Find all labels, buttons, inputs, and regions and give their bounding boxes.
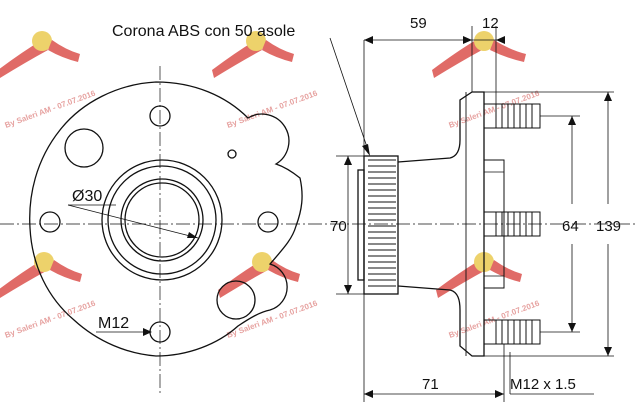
dimension-lines xyxy=(336,26,614,402)
flange-outline xyxy=(29,81,303,357)
watermark-text: By Saleri AM - 07.07.2016 xyxy=(226,88,320,129)
dimension-top-left: 59 xyxy=(410,15,427,32)
hub-outer-ring xyxy=(101,159,223,281)
front-view xyxy=(0,66,330,396)
hub-mid-ring xyxy=(107,165,217,275)
watermark-text: By Saleri AM - 07.07.2016 xyxy=(448,298,542,339)
stud-hole xyxy=(257,211,279,233)
wheel-stud-middle xyxy=(483,211,541,237)
lightening-hole xyxy=(64,128,104,168)
watermark-text: By Saleri AM - 07.07.2016 xyxy=(4,298,98,339)
watermark-logo xyxy=(218,252,300,298)
dimension-flange: 139 xyxy=(596,218,621,235)
watermark-logo xyxy=(436,252,522,298)
stud-thread-label: M12 x 1.5 xyxy=(510,376,576,393)
bearing-inner-ring xyxy=(124,182,200,258)
stud-front-label: M12 xyxy=(98,315,129,332)
stud-hole xyxy=(39,211,61,233)
abs-ring-label: Corona ABS con 50 asole xyxy=(112,23,295,40)
watermark-text: By Saleri AM - 07.07.2016 xyxy=(4,88,98,129)
bearing-diameter-label: Ø30 xyxy=(72,188,102,205)
wheel-stud-bottom xyxy=(483,319,541,345)
watermark-logo xyxy=(0,31,80,78)
side-view xyxy=(329,37,637,357)
watermark-text: By Saleri AM - 07.07.2016 xyxy=(448,88,542,129)
abs-ring-teeth xyxy=(368,159,396,287)
watermark-logo xyxy=(432,31,526,78)
pilot-hole xyxy=(227,149,237,159)
dimension-abs-height: 70 xyxy=(330,218,347,235)
dimension-top-right: 12 xyxy=(482,15,499,32)
dimension-pcd: 64 xyxy=(562,218,579,235)
abs-ring xyxy=(363,155,399,295)
stud-hole xyxy=(149,105,171,127)
watermark-logo xyxy=(0,252,82,298)
bearing-ring xyxy=(120,178,204,262)
watermark-logo xyxy=(212,31,294,78)
dimension-total-length: 71 xyxy=(422,376,439,393)
lightening-hole xyxy=(216,280,256,320)
